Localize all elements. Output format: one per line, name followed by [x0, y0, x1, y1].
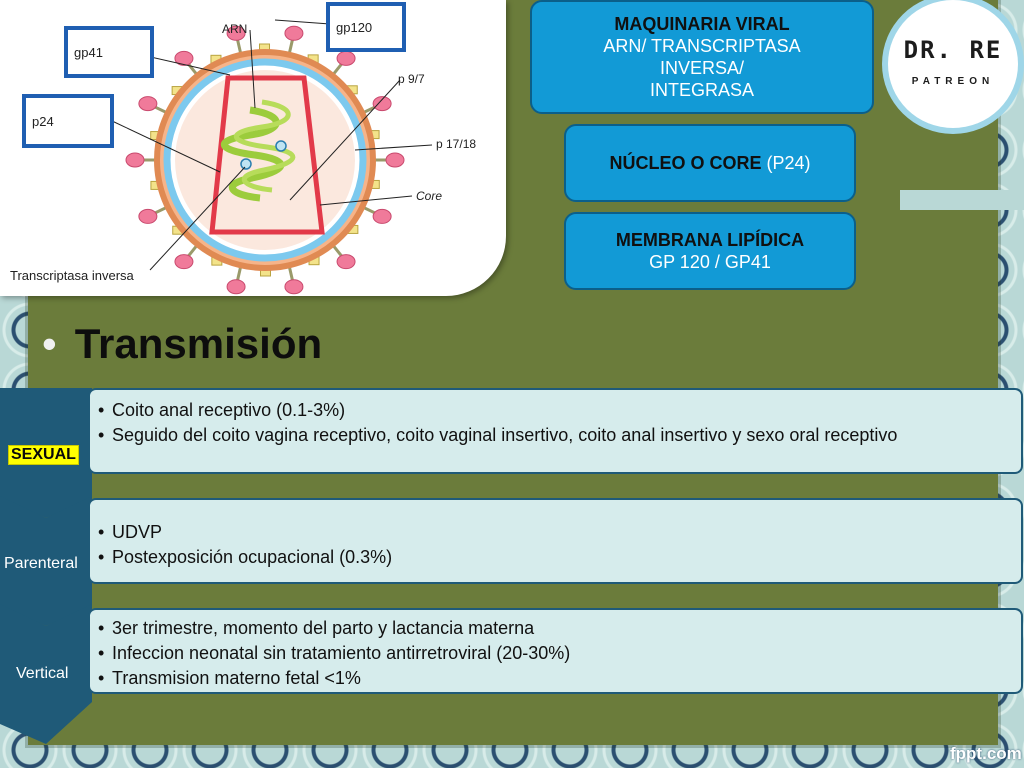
heading-bullet: •	[42, 320, 57, 367]
spike-head	[226, 279, 246, 295]
spike-head	[138, 96, 158, 112]
row-panel-parenteral: UDVP Postexposición ocupacional (0.3%)	[88, 498, 1023, 584]
label-arn: ARN	[222, 22, 248, 36]
callout-nucleo-suffix: (P24)	[761, 153, 811, 173]
callout-maquinaria-line-1: ARN/ TRANSCRIPTASA	[603, 36, 801, 56]
callout-nucleo-title: NÚCLEO O CORE	[609, 153, 762, 173]
callout-membrana-title: MEMBRANA LIPÍDICA	[615, 230, 805, 250]
callout-maquinaria-line-3: INTEGRASA	[649, 80, 755, 100]
label-gp120: gp120	[336, 19, 373, 35]
spike-head	[174, 254, 194, 270]
list-item: UDVP	[98, 521, 1005, 543]
callout-maquinaria-viral: MAQUINARIA VIRAL ARN/ TRANSCRIPTASA INVE…	[530, 0, 874, 114]
callout-membrana-line: GP 120 / GP41	[649, 252, 771, 272]
tab-vertical-shape	[0, 604, 92, 744]
label-core: Core	[416, 189, 443, 203]
list-item: Infeccion neonatal sin tratamiento antir…	[98, 642, 1005, 664]
list-item: Coito anal receptivo (0.1-3%)	[98, 399, 1005, 421]
tab-parenteral-shape	[0, 496, 92, 626]
section-heading: • Transmisión	[42, 320, 322, 368]
row-label-sexual: SEXUAL	[8, 445, 79, 465]
spike-head	[336, 254, 356, 270]
callout-nucleo-core: NÚCLEO O CORE (P24)	[564, 124, 856, 202]
fppt-watermark: fppt.com	[950, 744, 1022, 763]
callout-maquinaria-title: MAQUINARIA VIRAL	[614, 14, 790, 34]
spike-head	[385, 152, 405, 168]
label-transcriptasa: Transcriptasa inversa	[10, 268, 134, 283]
label-p97: p 9/7	[398, 72, 425, 86]
hiv-virus-diagram: ARN p 9/7 p 17/18 Core Transcriptasa inv…	[0, 0, 506, 296]
row-label-parenteral: Parenteral	[4, 555, 78, 572]
virus-illustration	[109, 19, 433, 295]
spike-head	[125, 152, 145, 168]
row-panel-vertical: 3er trimestre, momento del parto y lacta…	[88, 608, 1023, 694]
label-p24: p24	[32, 113, 54, 129]
spike-head	[138, 208, 158, 224]
row-panel-sexual: Coito anal receptivo (0.1-3%) Seguido de…	[88, 388, 1023, 474]
list-item: Transmision materno fetal <1%	[98, 667, 1005, 689]
callout-maquinaria-line-2: INVERSA/	[659, 58, 745, 78]
p24-box: p24	[22, 94, 114, 148]
list-item: 3er trimestre, momento del parto y lacta…	[98, 617, 1005, 639]
spike-head	[226, 25, 246, 41]
spike-head	[336, 50, 356, 66]
list-item: Postexposición ocupacional (0.3%)	[98, 546, 1005, 568]
spike-head	[372, 96, 392, 112]
label-gp41: gp41	[74, 44, 103, 60]
gp41-box: gp41	[64, 26, 154, 78]
logo-sub-text: PATREON	[911, 76, 995, 87]
list-item: Seguido del coito vagina receptivo, coit…	[98, 424, 1005, 446]
slide-notch	[900, 190, 1024, 210]
label-p1718: p 17/18	[436, 137, 477, 151]
callout-membrana-lipidica: MEMBRANA LIPÍDICA GP 120 / GP41	[564, 212, 856, 290]
spike-head	[284, 279, 304, 295]
spike-head	[284, 25, 304, 41]
row-label-vertical: Vertical	[16, 665, 69, 682]
logo-main-text: DR. RE	[903, 36, 1003, 64]
heading-text: Transmisión	[74, 320, 323, 367]
glycoprotein-spikes	[125, 25, 405, 295]
gp120-box: gp120	[326, 2, 406, 52]
spike-head	[174, 50, 194, 66]
dr-re-logo: DR. RE PATREON	[888, 0, 1018, 128]
spike-head	[372, 208, 392, 224]
